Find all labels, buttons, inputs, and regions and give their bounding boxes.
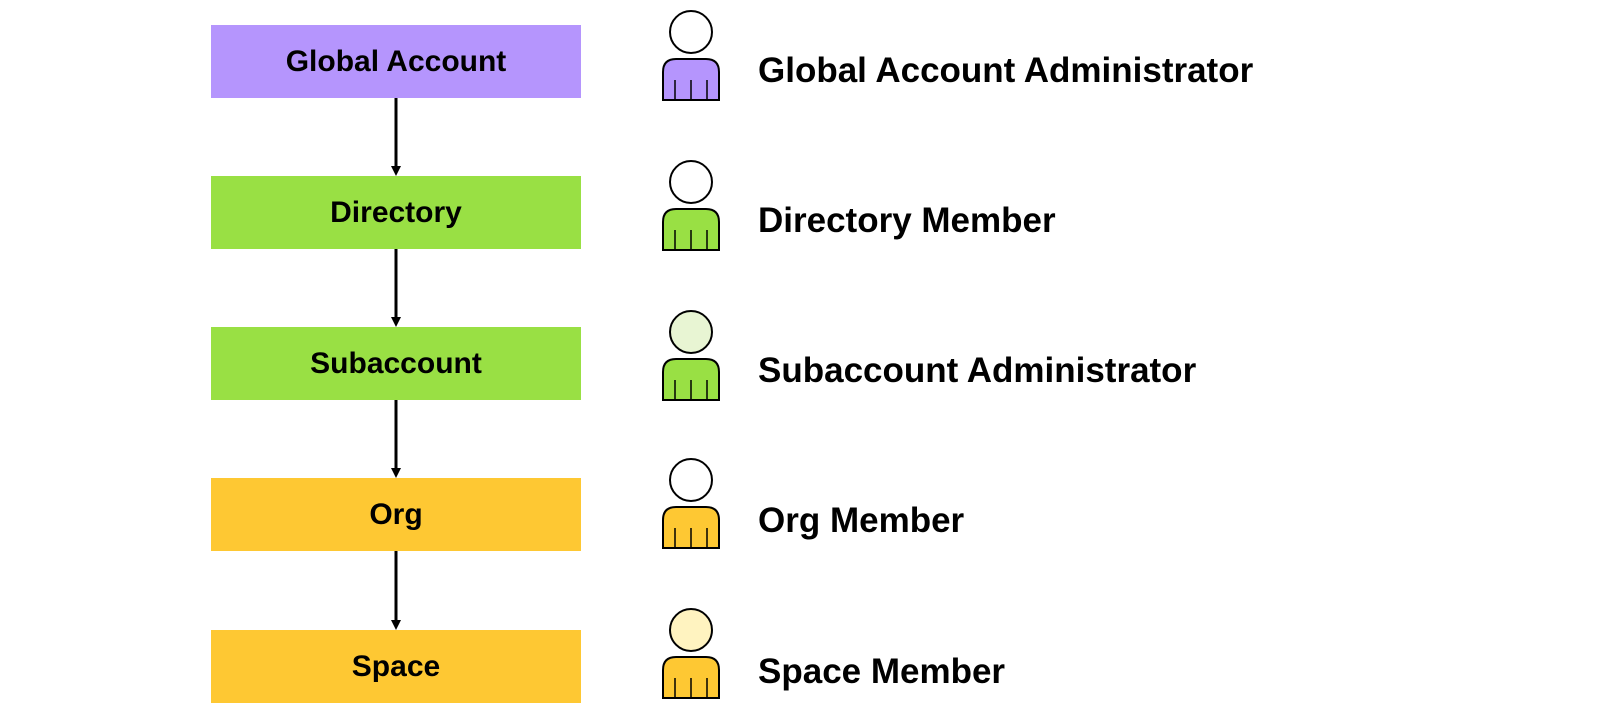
person-head [669,160,713,204]
role-label-global-account-administrator: Global Account Administrator [758,51,1254,90]
level-label: Directory [330,195,462,229]
person-body [662,656,720,699]
person-icon [662,160,720,251]
role-label-space-member: Space Member [758,652,1006,691]
person-icon [662,310,720,401]
level-box-directory: Directory [211,176,581,249]
role-label-org-member: Org Member [758,501,965,540]
person-body [662,208,720,251]
person-head [669,608,713,652]
level-label: Subaccount [310,346,482,380]
person-head [669,10,713,54]
person-body [662,58,720,101]
level-box-org: Org [211,478,581,551]
person-head [669,458,713,502]
level-box-global-account: Global Account [211,25,581,98]
level-box-subaccount: Subaccount [211,327,581,400]
level-box-space: Space [211,630,581,703]
person-icon [662,458,720,549]
role-label-subaccount-administrator: Subaccount Administrator [758,351,1197,390]
level-label: Org [369,497,423,531]
person-body [662,358,720,401]
role-label-directory-member: Directory Member [758,201,1056,240]
person-body [662,506,720,549]
person-head [669,310,713,354]
person-icon [662,10,720,101]
level-label: Space [351,649,441,683]
level-label: Global Account [285,44,507,78]
person-icon [662,608,720,699]
